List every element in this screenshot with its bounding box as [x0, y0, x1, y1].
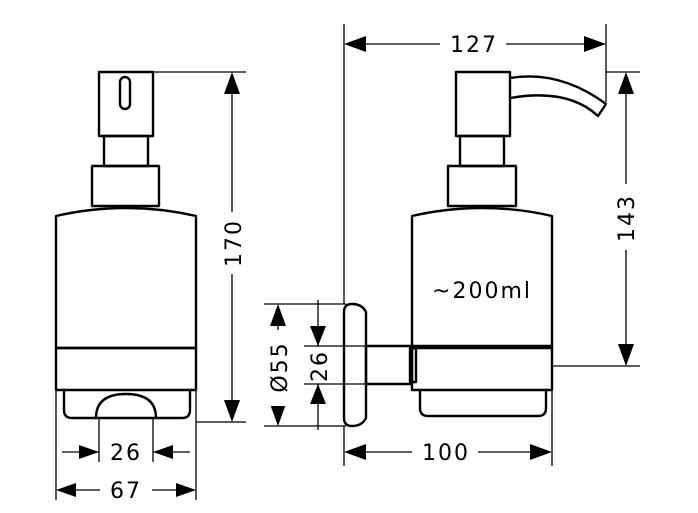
dimension-bottom-width: 67 — [56, 476, 196, 504]
dim-text-67: 67 — [110, 479, 142, 504]
dim-text-143: 143 — [615, 194, 640, 242]
dimension-rosette-diameter: Ø55 — [266, 304, 293, 426]
holder-band — [54, 346, 198, 392]
front-extension-lines — [55, 71, 246, 500]
dim-text-26-bottom: 26 — [110, 441, 142, 466]
pump-head-side — [454, 70, 512, 138]
glass-bottom-side — [418, 388, 548, 418]
front-view-dispenser — [54, 70, 198, 420]
dimension-rosette-inner: 26 — [306, 300, 333, 430]
side-view-dispenser: ~200ml — [342, 70, 608, 428]
dim-text-170: 170 — [222, 219, 247, 267]
bottom-dome — [94, 392, 158, 420]
pump-neck — [102, 134, 150, 168]
pump-spout — [508, 75, 608, 118]
dimension-top-width: 127 — [344, 30, 606, 58]
volume-label: ~200ml — [432, 279, 532, 304]
wall-rosette — [342, 302, 368, 428]
nozzle-slot — [118, 75, 132, 111]
dimension-glass-height: 143 — [612, 72, 640, 366]
pump-collar — [90, 164, 161, 208]
glass-bottom — [62, 388, 192, 420]
side-extension-lines — [264, 24, 640, 466]
dimension-bottom-inner: 26 — [62, 441, 190, 466]
dim-text-127: 127 — [450, 33, 498, 58]
dim-text-26-rosette: 26 — [308, 350, 333, 382]
glass-body — [54, 206, 198, 350]
mount-arm — [364, 344, 414, 386]
dimension-total-height: 170 — [220, 72, 247, 422]
dim-text-100: 100 — [422, 441, 470, 466]
pump-head — [97, 70, 155, 138]
pump-neck-side — [458, 134, 506, 168]
dim-text-d55: Ø55 — [268, 341, 293, 392]
holder-band-side — [410, 344, 554, 392]
dimension-wall-depth: 100 — [344, 438, 552, 466]
pump-collar-side — [446, 164, 518, 208]
glass-body-side — [410, 206, 554, 350]
